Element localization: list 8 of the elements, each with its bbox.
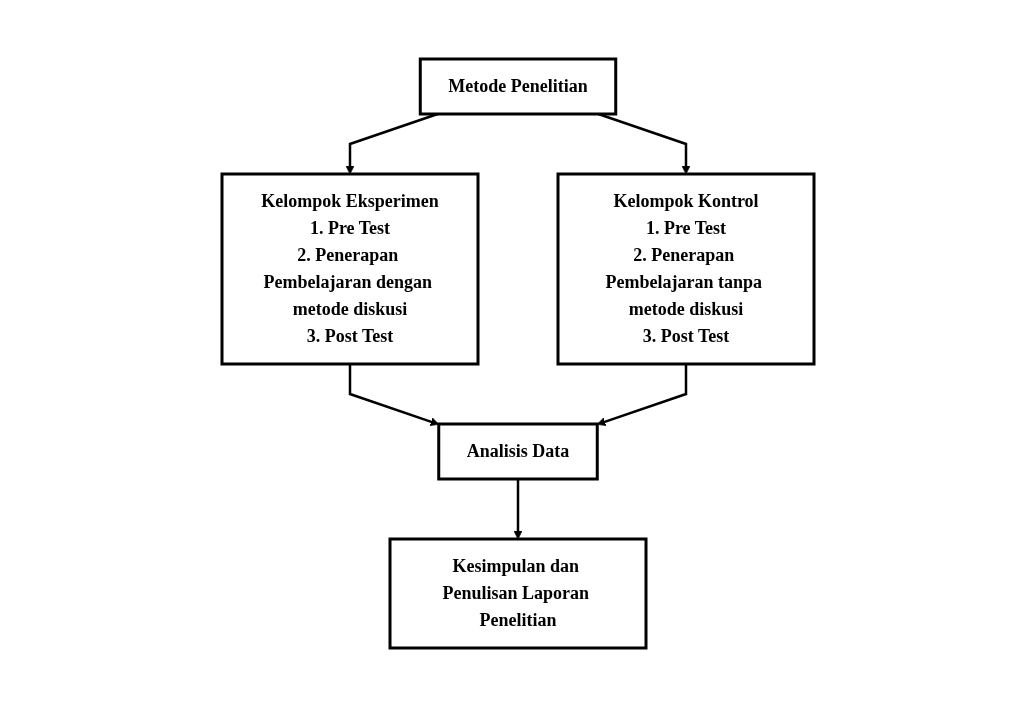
node-box: Analisis Data [437, 422, 599, 480]
arrow [513, 478, 523, 539]
arrow [596, 363, 688, 426]
arrow [348, 363, 440, 426]
node-box: Kelompok Kontrol 1. Pre Test 2. Penerapan Pembelajaran tanpa metode diskusi 3. Post Test [556, 172, 816, 365]
node-box: Kelompok Eksperimen 1. Pre Test 2. Penerapan Pembelajaran dengan metode diskusi 3. Post Test [220, 172, 480, 365]
node-box: Kesimpulan dan Penulisan Laporan Penelitian [388, 537, 648, 649]
node-box: Metode Penelitian [418, 57, 618, 115]
